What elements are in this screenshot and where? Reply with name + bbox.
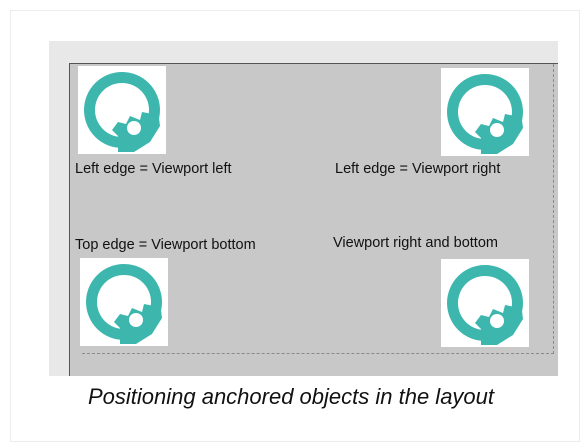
app-logo-icon: [447, 265, 523, 345]
layout-screenshot: Left edge = Viewport left Left edge = Vi…: [49, 41, 558, 376]
app-logo-icon: [447, 74, 523, 154]
app-logo-icon: [84, 72, 160, 152]
label-bottom-left: Top edge = Viewport bottom: [75, 237, 256, 253]
anchored-object-top-right[interactable]: [441, 68, 529, 156]
anchored-object-bottom-left[interactable]: [80, 258, 168, 346]
label-top-left: Left edge = Viewport left: [75, 161, 232, 177]
layout-page: Left edge = Viewport left Left edge = Vi…: [69, 63, 558, 376]
anchored-object-bottom-right[interactable]: [441, 259, 529, 347]
figure-caption: Positioning anchored objects in the layo…: [87, 384, 495, 409]
label-bottom-right: Viewport right and bottom: [333, 235, 498, 251]
viewport-boundary-guide: [82, 64, 554, 354]
app-logo-icon: [86, 264, 162, 344]
anchored-object-top-left[interactable]: [78, 66, 166, 154]
label-top-right: Left edge = Viewport right: [335, 161, 501, 177]
